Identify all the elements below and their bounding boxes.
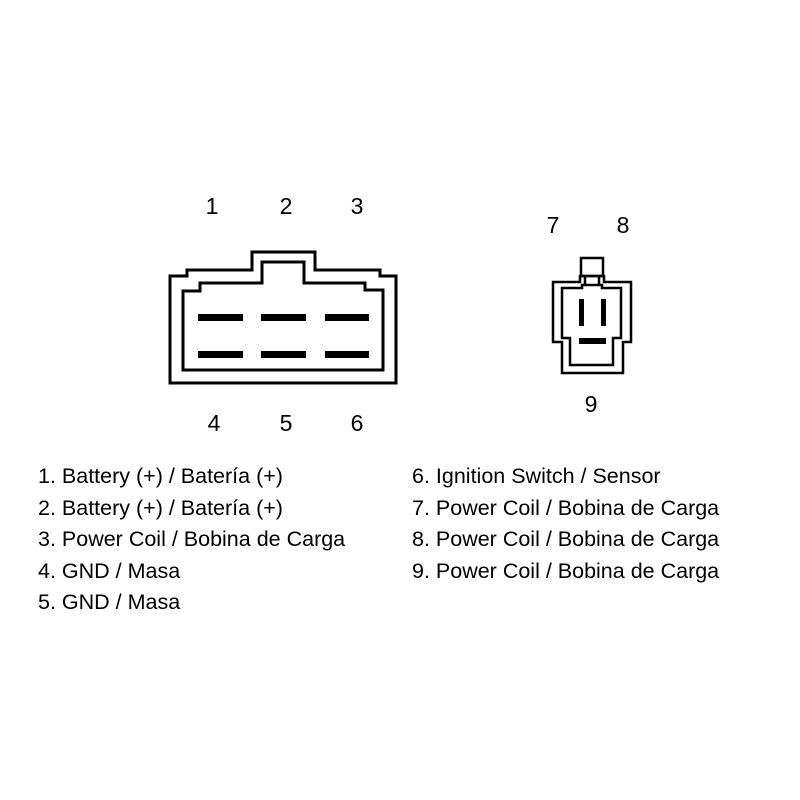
six-pin-connector (168, 250, 398, 385)
terminal-3 (325, 314, 369, 321)
connector-outer-shell (551, 274, 633, 375)
connector-outer-shell (168, 250, 398, 385)
pin-label-7: 7 (546, 212, 560, 238)
terminal-7 (579, 299, 584, 326)
legend-item: 4. GND / Masa (38, 558, 181, 583)
legend-item: 7. Power Coil / Bobina de Carga (412, 495, 720, 520)
three-pin-terminals (579, 299, 606, 344)
terminal-2 (261, 314, 306, 321)
connector-latch-inner (583, 276, 601, 285)
legend-item: 5. GND / Masa (38, 590, 181, 614)
legend-item: 6. Ignition Switch / Sensor (412, 464, 661, 488)
terminal-5 (261, 351, 306, 358)
legend-item: 1. Battery (+) / Batería (+) (38, 464, 283, 488)
connector-latch (579, 256, 605, 278)
terminal-8 (601, 299, 606, 326)
pin-label-4: 4 (207, 410, 221, 436)
three-pin-connector (551, 256, 633, 375)
pin-label-2: 2 (279, 193, 293, 219)
pin-label-5: 5 (279, 410, 293, 436)
legend-item: 8. Power Coil / Bobina de Carga (412, 527, 720, 551)
legend-item: 3. Power Coil / Bobina de Carga (38, 527, 346, 551)
pin-label-6: 6 (350, 410, 364, 436)
terminal-6 (325, 351, 369, 358)
pin-label-8: 8 (616, 212, 630, 238)
connector-inner-shell (560, 283, 623, 367)
pin-label-9: 9 (584, 391, 598, 417)
connector-inner-shell (181, 260, 385, 372)
terminal-1 (198, 314, 243, 321)
terminal-4 (198, 351, 243, 358)
legend-item: 9. Power Coil / Bobina de Carga (412, 558, 720, 583)
pin-label-3: 3 (350, 193, 364, 219)
pin-label-1: 1 (205, 193, 219, 219)
terminal-9 (579, 338, 606, 344)
legend-left: 1. Battery (+) / Batería (+) 2. Battery … (38, 461, 345, 619)
six-pin-terminals (198, 314, 369, 358)
legend-right: 6. Ignition Switch / Sensor 7. Power Coi… (412, 461, 719, 587)
legend-item: 2. Battery (+) / Batería (+) (38, 495, 283, 520)
